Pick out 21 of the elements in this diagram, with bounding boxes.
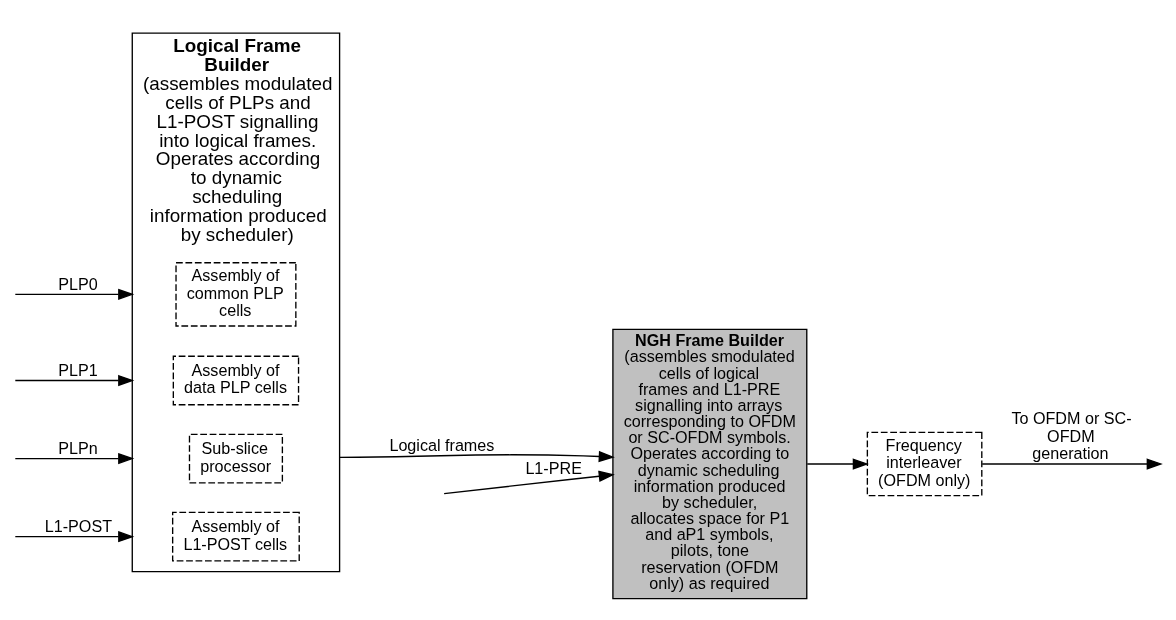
node-box: Frequency interleaver (OFDM only) (866, 431, 983, 496)
arrow (443, 470, 615, 494)
edge-label: PLP1 (58, 360, 98, 379)
edge-label: L1-POST (44, 516, 113, 535)
edge-label: To OFDM or SC-OFDM generation (1011, 408, 1132, 462)
arrow (806, 457, 869, 470)
edge-label: PLPn (58, 438, 98, 457)
arrow (981, 457, 1163, 470)
arrow (14, 288, 135, 300)
edge-label: Logical frames (389, 435, 495, 454)
arrow (14, 530, 135, 542)
edge-label: L1-PRE (525, 458, 582, 477)
node-box: NGH Frame Builder (assembles smodulated cells of logical frames and L1-PRE signalling into arrays corresponding to OFDM or SC-OFDM symbols. Operates according to dynamic scheduling information produced by scheduler, allocates space for P1 and aP1 symbols, pilots, tone reservation (OFDM only) as required (612, 328, 808, 599)
edge-label: PLP0 (58, 274, 98, 293)
node-box: Assembly of L1-POST cells (172, 511, 300, 562)
node-box: Sub-slice processor (188, 433, 284, 483)
node-box: Assembly of common PLP cells (175, 261, 297, 327)
node-box: Assembly of data PLP cells (172, 355, 300, 405)
arrow (338, 450, 615, 462)
arrow (14, 374, 135, 386)
arrow (14, 452, 135, 464)
